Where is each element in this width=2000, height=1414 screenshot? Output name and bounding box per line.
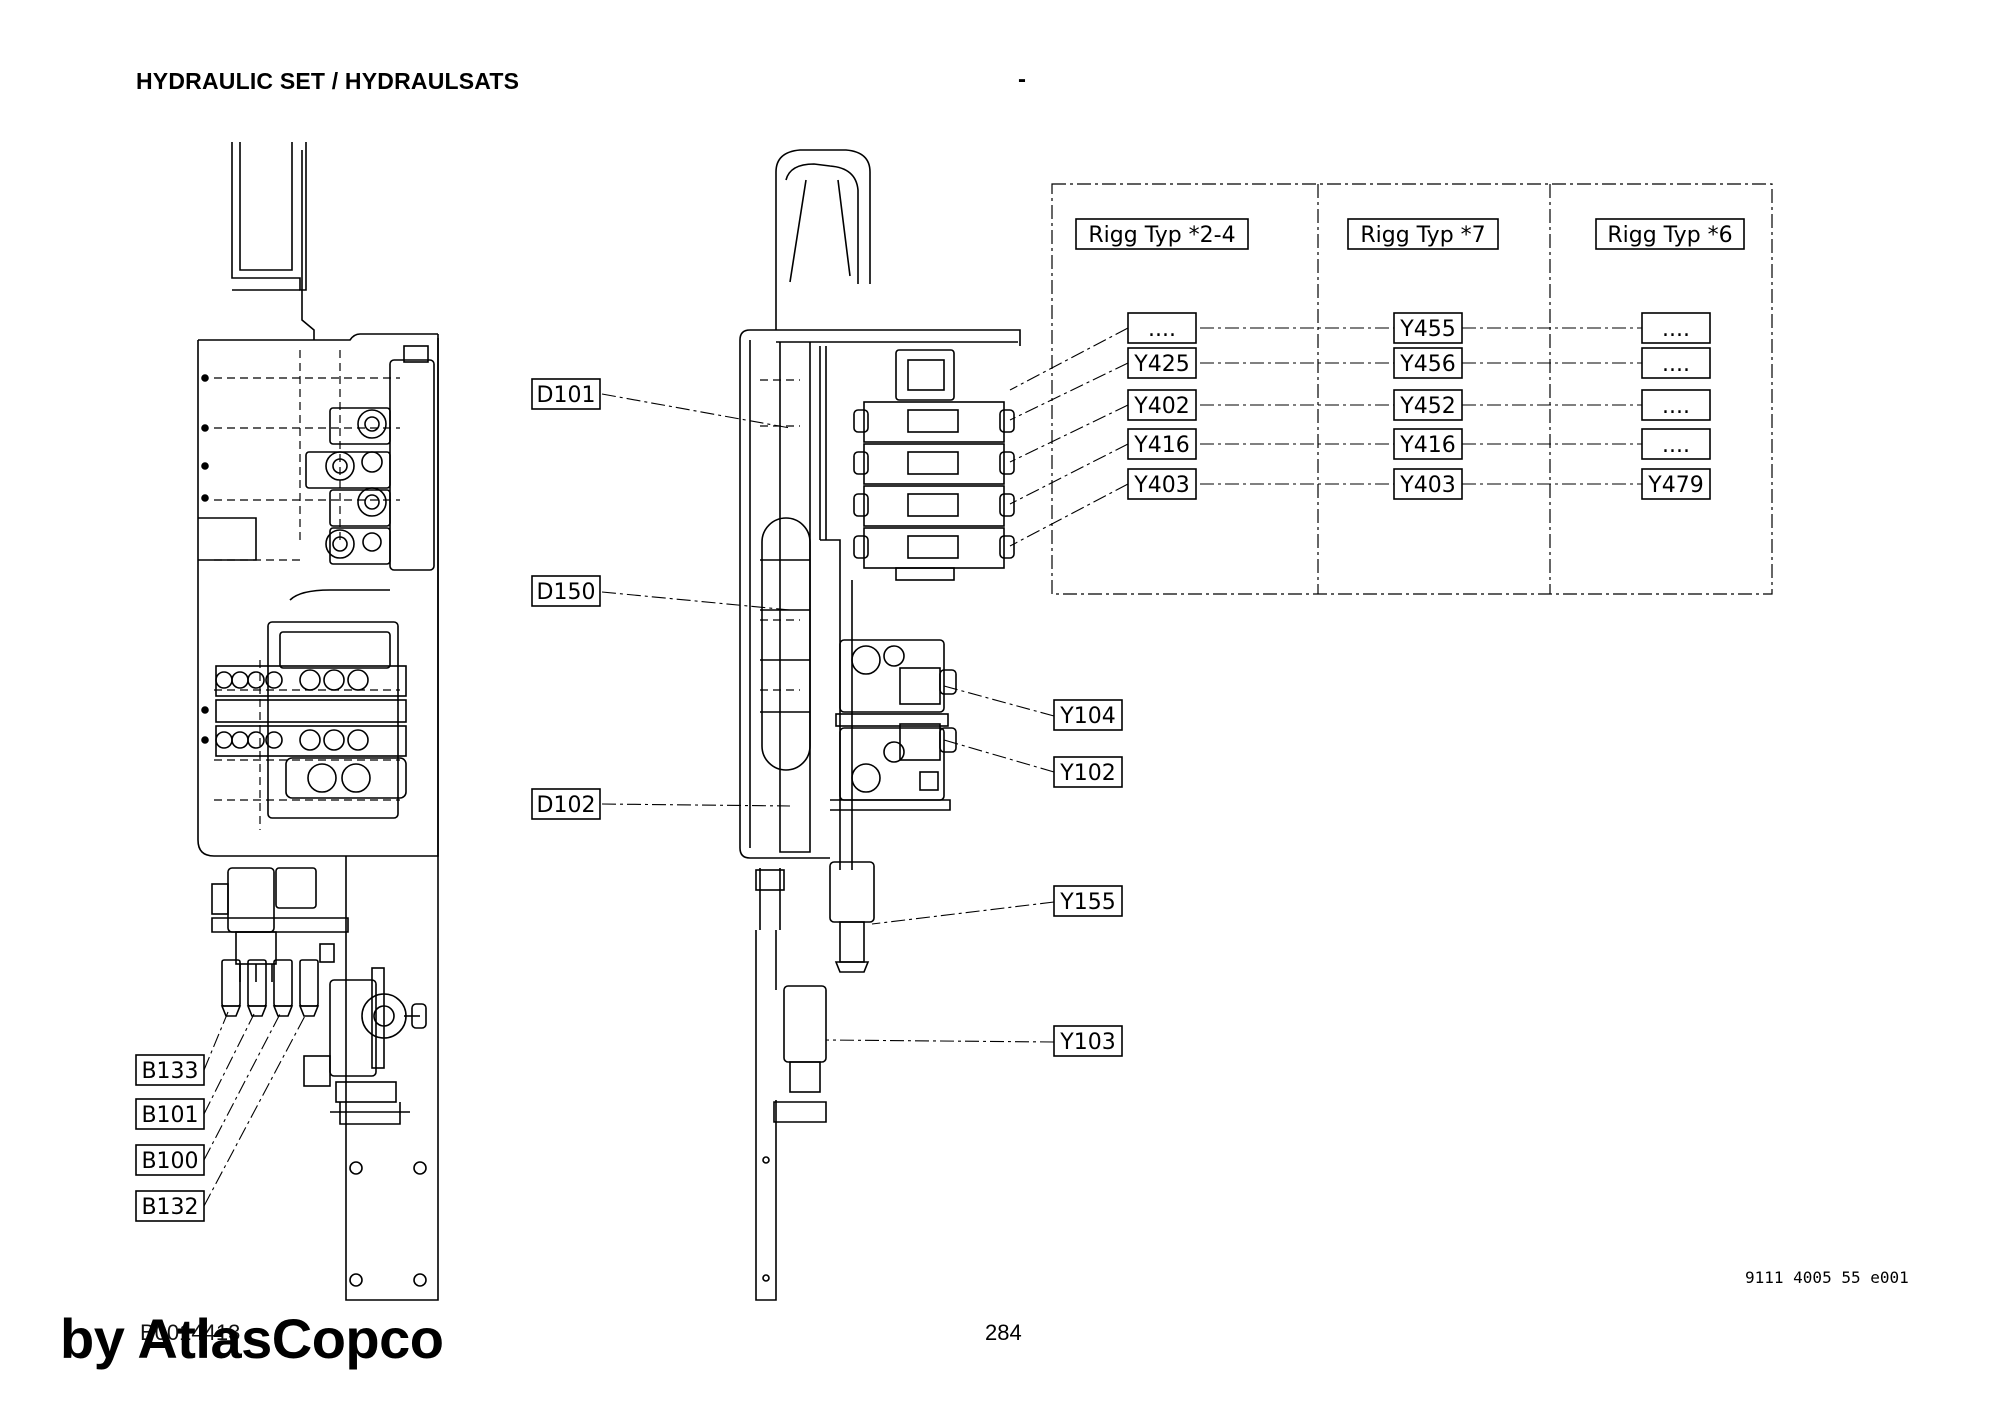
svg-text:Y402: Y402 (1133, 394, 1189, 419)
svg-text:Y102: Y102 (1059, 761, 1115, 786)
table-cell: Y455 (1393, 312, 1463, 344)
callout-labels: D101 D150 D102 Y104 Y102 Y155 Y103 B133 … (135, 378, 1123, 1222)
table-cell: Y416 (1393, 428, 1463, 460)
svg-text:B100: B100 (141, 1149, 198, 1174)
table-cell: Y403 (1393, 468, 1463, 500)
table-cell: .... (1641, 389, 1711, 421)
svg-text:B132: B132 (141, 1195, 198, 1220)
table-cell: Y402 (1127, 389, 1197, 421)
middle-manifold (830, 639, 957, 811)
header-dash: - (1018, 66, 1026, 93)
svg-text:Y104: Y104 (1059, 704, 1115, 729)
center-view-assembly (739, 149, 1021, 1301)
svg-text:Y403: Y403 (1133, 473, 1189, 498)
callout-y103: Y103 (1053, 1025, 1123, 1057)
leader-lines (203, 327, 1642, 1207)
callout-d150: D150 (531, 575, 601, 607)
svg-text:Y479: Y479 (1647, 473, 1703, 498)
header-rigg-6: Rigg Typ *6 (1607, 223, 1732, 248)
svg-text:Y416: Y416 (1133, 433, 1189, 458)
document-number: 9111 4005 55 e001 (1745, 1268, 1909, 1287)
svg-text:....: .... (1662, 394, 1690, 419)
table-cell: .... (1641, 428, 1711, 460)
table-cell: .... (1127, 312, 1197, 344)
svg-text:Y403: Y403 (1399, 473, 1455, 498)
table-cell: Y425 (1127, 347, 1197, 379)
callout-y104: Y104 (1053, 699, 1123, 731)
table-cell: Y416 (1127, 428, 1197, 460)
valve-stack (853, 349, 1015, 581)
header-rigg-2-4: Rigg Typ *2-4 (1088, 223, 1235, 248)
svg-text:Y416: Y416 (1399, 433, 1455, 458)
table-frame (1051, 183, 1773, 595)
svg-text:....: .... (1662, 352, 1690, 377)
header-rigg-7: Rigg Typ *7 (1360, 223, 1485, 248)
svg-text:....: .... (1662, 317, 1690, 342)
callout-y102: Y102 (1053, 756, 1123, 788)
table-cell: Y403 (1127, 468, 1197, 500)
table-cells: .... Y455.... Y425 Y456.... Y402 Y452.... Y416… (1127, 312, 1711, 500)
figure-reference: B0014413 (140, 1320, 241, 1345)
svg-text:Y452: Y452 (1399, 394, 1455, 419)
callout-b133: B133 (135, 1054, 205, 1086)
page-number: 284 (985, 1320, 1022, 1345)
left-view-assembly (197, 142, 439, 1301)
table-cell: Y456 (1393, 347, 1463, 379)
callout-b100: B100 (135, 1144, 205, 1176)
callout-d101: D101 (531, 378, 601, 410)
callout-y155: Y155 (1053, 885, 1123, 917)
svg-text:B133: B133 (141, 1059, 198, 1084)
svg-text:Y456: Y456 (1399, 352, 1455, 377)
svg-text:Y425: Y425 (1133, 352, 1189, 377)
svg-text:D101: D101 (537, 383, 596, 408)
page-title: HYDRAULIC SET / HYDRAULSATS (136, 68, 520, 94)
table-cell: Y452 (1393, 389, 1463, 421)
svg-text:Y455: Y455 (1399, 317, 1455, 342)
svg-text:Y103: Y103 (1059, 1030, 1115, 1055)
callout-b101: B101 (135, 1098, 205, 1130)
svg-text:....: .... (1148, 317, 1176, 342)
table-cell: .... (1641, 312, 1711, 344)
table-cell: .... (1641, 347, 1711, 379)
callout-b132: B132 (135, 1190, 205, 1222)
svg-text:D102: D102 (537, 793, 596, 818)
svg-text:D150: D150 (537, 580, 596, 605)
svg-text:Y155: Y155 (1059, 890, 1115, 915)
table-cell: Y479 (1641, 468, 1711, 500)
callout-d102: D102 (531, 788, 601, 820)
atlas-copco-watermark: by AtlasCopco (60, 1307, 444, 1370)
svg-text:B101: B101 (141, 1103, 198, 1128)
svg-text:....: .... (1662, 433, 1690, 458)
table-headers: Rigg Typ *2-4 Rigg Typ *7 Rigg Typ *6 (1075, 218, 1745, 250)
